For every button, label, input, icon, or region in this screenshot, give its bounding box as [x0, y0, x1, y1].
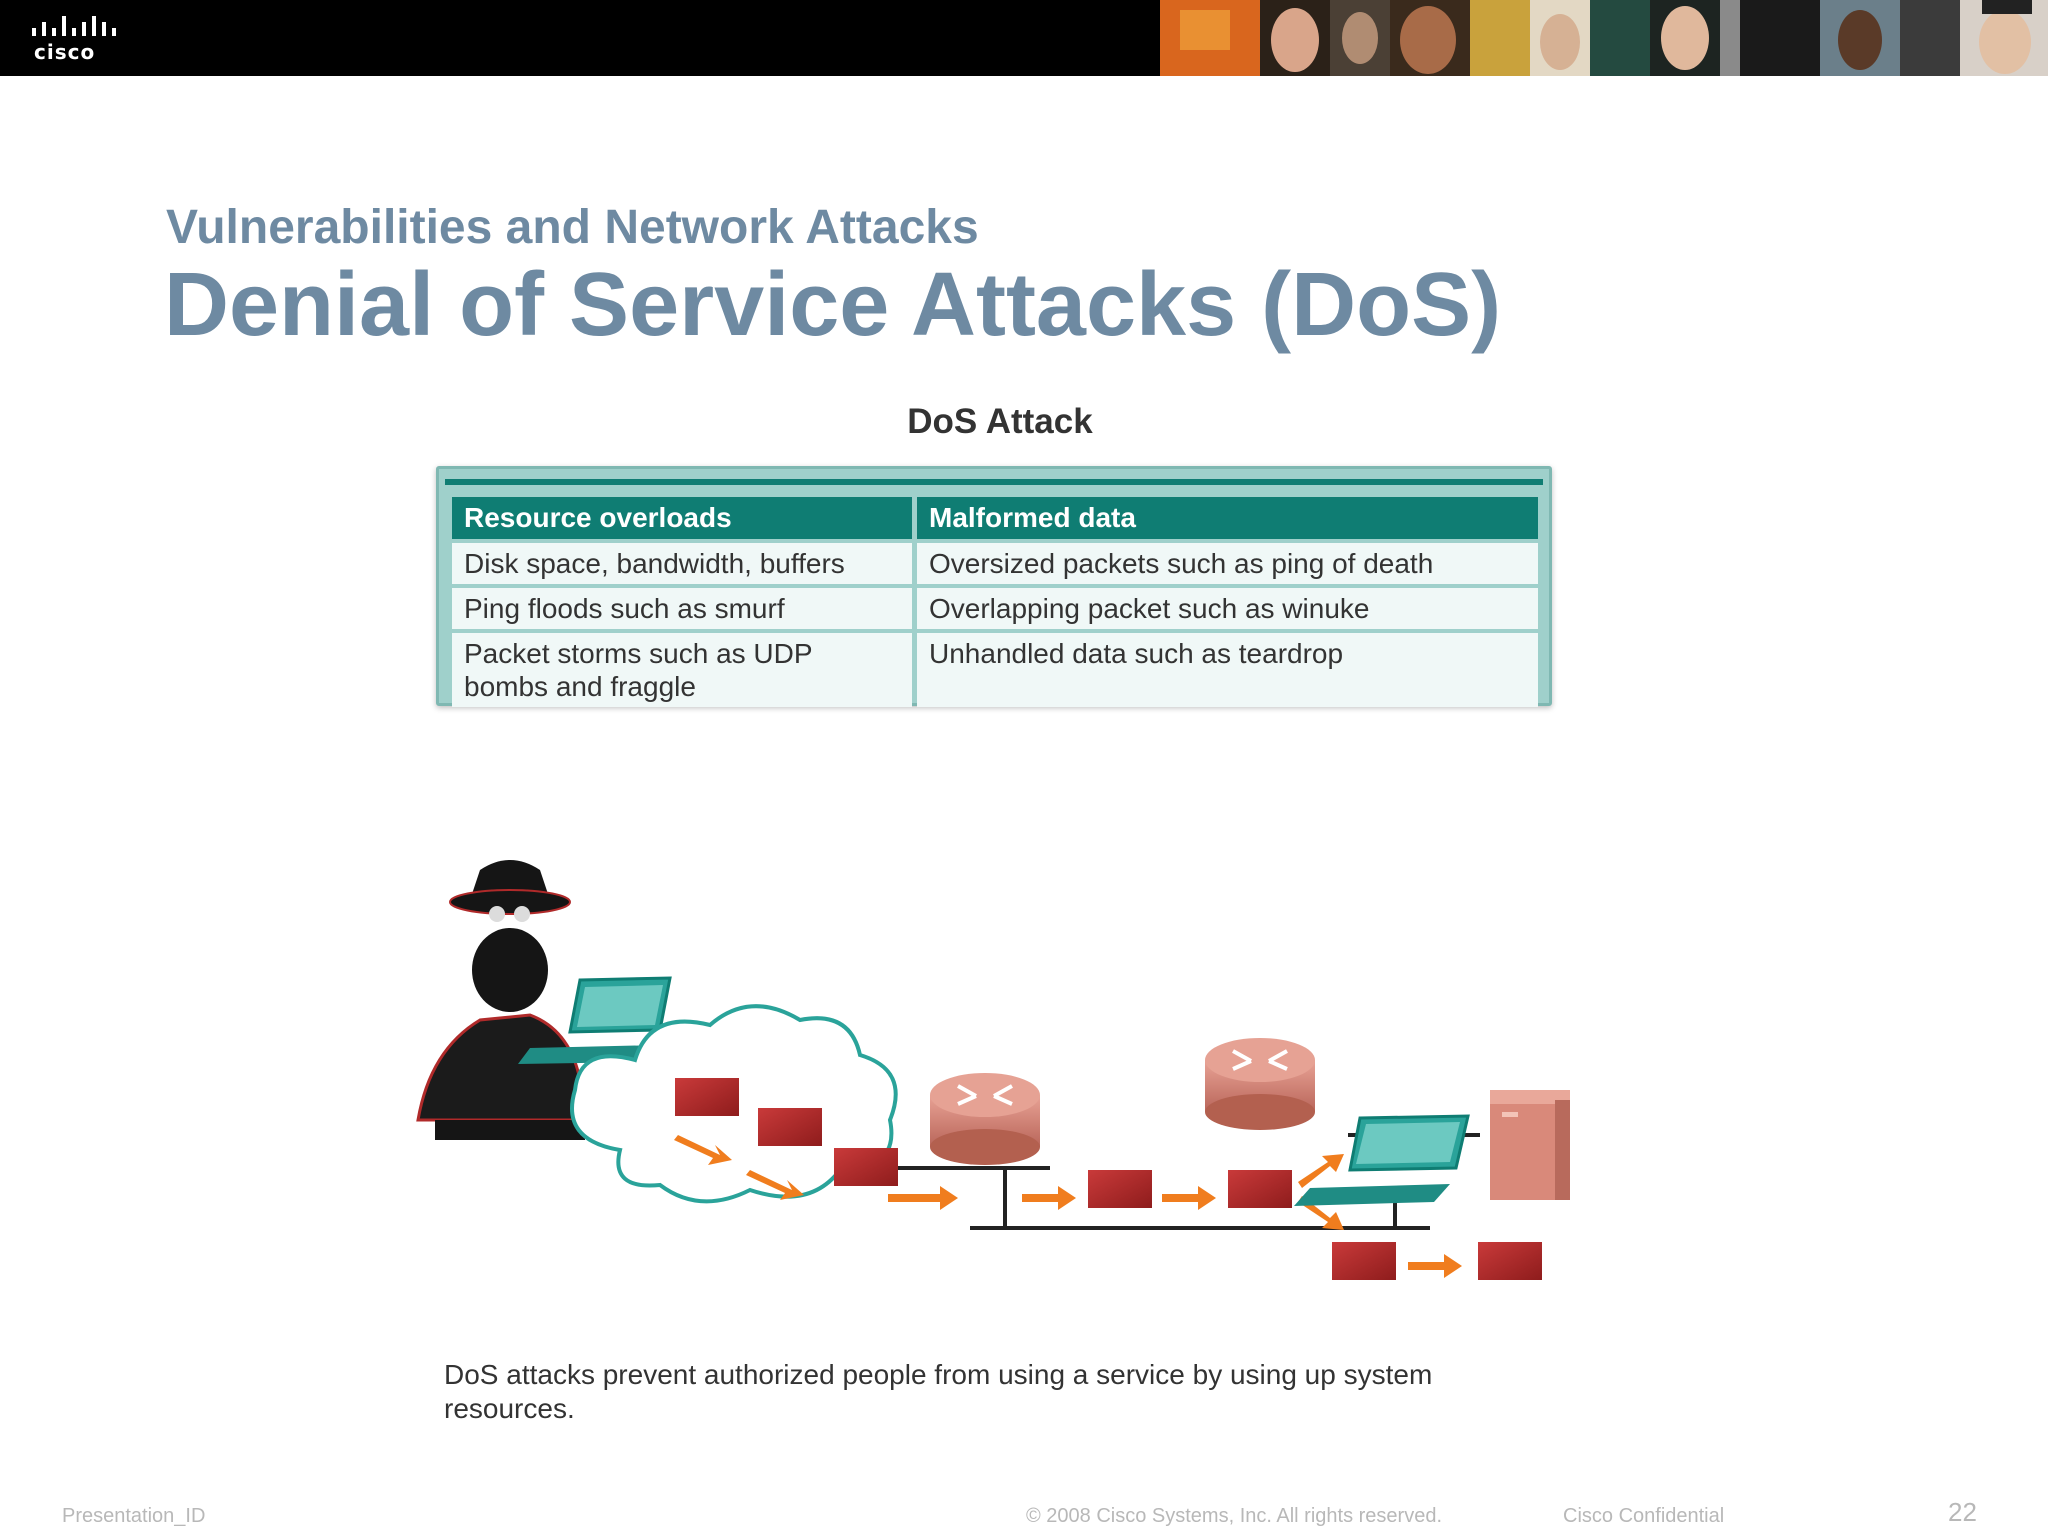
table-cell: Ping floods such as smurf — [452, 588, 912, 629]
figure-caption: DoS attacks prevent authorized people fr… — [444, 1359, 1433, 1424]
slide-title: Denial of Service Attacks (DoS) — [164, 255, 1502, 355]
hacker-icon — [416, 860, 585, 1140]
table-top-line — [445, 479, 1543, 485]
figure-title: DoS Attack — [907, 402, 1093, 441]
packet-icon — [675, 1078, 898, 1186]
table-cell: Unhandled data such as teardrop — [917, 633, 1538, 707]
footer-copyright: © 2008 Cisco Systems, Inc. All rights re… — [1026, 1505, 1443, 1527]
arrow-icon — [674, 1135, 804, 1200]
footer-presentation-id: Presentation_ID — [62, 1505, 206, 1527]
table-row: Disk space, bandwidth, buffers Oversized… — [452, 543, 1538, 584]
dos-network-diagram — [416, 860, 1570, 1280]
server-icon — [1490, 1090, 1570, 1200]
table-header-row: Resource overloads Malformed data — [452, 497, 1538, 539]
laptop-icon — [1294, 1114, 1470, 1206]
header-malformed-data: Malformed data — [917, 497, 1538, 539]
table-cell: Packet storms such as UDP bombs and frag… — [452, 633, 912, 707]
cisco-logo: cisco — [30, 14, 120, 64]
dos-table-frame: Resource overloads Malformed data Disk s… — [436, 466, 1552, 707]
dos-table: Resource overloads Malformed data Disk s… — [447, 493, 1543, 711]
table-cell: Overlapping packet such as winuke — [917, 588, 1538, 629]
table-row: Packet storms such as UDP bombs and frag… — [452, 633, 1538, 707]
slide-subtitle: Vulnerabilities and Network Attacks — [166, 201, 979, 254]
table-cell: Oversized packets such as ping of death — [917, 543, 1538, 584]
header-resource-overloads: Resource overloads — [452, 497, 912, 539]
packet-icon — [1088, 1170, 1542, 1280]
page-number: 22 — [1948, 1497, 1977, 1527]
router-icon — [1205, 1038, 1315, 1130]
header-bar: cisco — [0, 0, 2048, 76]
table-row: Ping floods such as smurf Overlapping pa… — [452, 588, 1538, 629]
cisco-logo-text: cisco — [34, 40, 96, 64]
table-cell: Disk space, bandwidth, buffers — [452, 543, 912, 584]
footer-confidential: Cisco Confidential — [1563, 1505, 1725, 1527]
people-photo-strip — [1160, 0, 2048, 76]
cisco-bars-icon — [32, 16, 116, 36]
router-icon — [930, 1073, 1040, 1165]
